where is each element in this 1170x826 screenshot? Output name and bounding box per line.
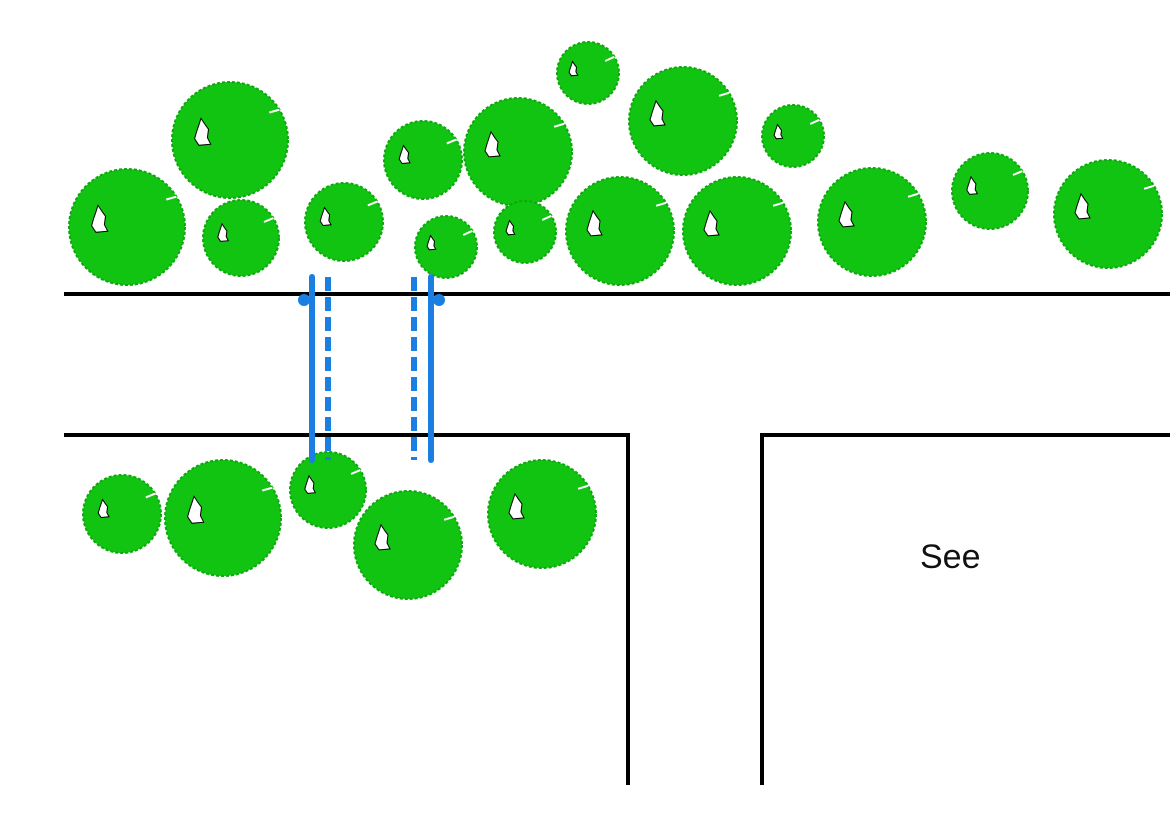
tree-notch xyxy=(772,201,784,207)
tree-icon xyxy=(304,182,384,262)
tree-trunk-mark xyxy=(838,200,855,228)
tree-canopy xyxy=(1053,159,1163,269)
tree-canopy xyxy=(304,182,384,262)
tree-trunk-mark xyxy=(505,219,516,236)
tree-icon xyxy=(82,474,162,554)
tree-trunk-mark xyxy=(773,123,784,140)
tree-icon xyxy=(493,200,557,264)
tree-trunk-mark xyxy=(508,492,525,520)
tree-canopy xyxy=(493,200,557,264)
tree-trunk-mark xyxy=(568,60,579,77)
tree-canopy xyxy=(463,97,573,207)
tree-canopy xyxy=(951,152,1029,230)
tree-trunk-mark xyxy=(319,206,332,227)
tree-icon xyxy=(1053,159,1163,269)
tree-notch xyxy=(367,200,378,207)
tree-trunk-mark xyxy=(649,99,666,127)
tree-trunk-mark xyxy=(1074,192,1091,220)
tree-notch xyxy=(166,195,177,201)
tree-trunk-mark xyxy=(194,117,212,146)
tree-canopy xyxy=(353,490,463,600)
tree-canopy xyxy=(817,167,927,277)
tree-icon xyxy=(951,152,1029,230)
tree-notch xyxy=(604,55,615,62)
post-right-knob xyxy=(433,294,445,306)
tree-notch xyxy=(269,108,280,114)
tree-icon xyxy=(463,97,573,207)
tree-notch xyxy=(718,91,730,97)
tree-notch xyxy=(577,484,589,490)
tree-canopy xyxy=(565,176,675,286)
tree-icon xyxy=(565,176,675,286)
lake-label: See xyxy=(920,538,981,576)
tree-canopy xyxy=(383,120,463,200)
tree-icon xyxy=(414,215,478,279)
tree-canopy xyxy=(761,104,825,168)
tree-icon xyxy=(817,167,927,277)
tree-canopy xyxy=(171,81,289,199)
tree-trunk-mark xyxy=(217,222,230,242)
tree-trunk-mark xyxy=(398,144,411,165)
tree-notch xyxy=(541,214,552,221)
tree-notch xyxy=(1143,184,1155,190)
tree-trunk-mark xyxy=(374,523,391,551)
tree-trunk-mark xyxy=(703,209,720,237)
tree-trunk-mark xyxy=(426,234,437,251)
post-left-knob xyxy=(298,294,310,306)
tree-icon xyxy=(383,120,463,200)
tree-icon xyxy=(353,490,463,600)
tree-icon xyxy=(289,451,367,529)
tree-canopy xyxy=(628,66,738,176)
tree-notch xyxy=(145,492,156,499)
tree-canopy xyxy=(82,474,162,554)
tree-icon xyxy=(682,176,792,286)
tree-notch xyxy=(443,515,455,521)
tree-trunk-mark xyxy=(966,175,979,195)
tree-icon xyxy=(487,459,597,569)
tree-canopy xyxy=(487,459,597,569)
tree-icon xyxy=(164,459,282,577)
tree-notch xyxy=(553,122,565,128)
tree-canopy xyxy=(164,459,282,577)
tree-canopy xyxy=(289,451,367,529)
road-edges xyxy=(64,292,1170,785)
tree-canopy xyxy=(414,215,478,279)
tree-notch xyxy=(262,486,273,492)
tree-icon xyxy=(68,168,186,286)
tree-notch xyxy=(350,469,361,475)
tree-canopy xyxy=(682,176,792,286)
tree-canopy xyxy=(556,41,620,105)
tree-row-top xyxy=(68,41,1163,286)
tree-notch xyxy=(462,229,473,236)
tree-trunk-mark xyxy=(187,495,205,524)
tree-icon xyxy=(761,104,825,168)
tree-notch xyxy=(446,138,457,145)
tree-notch xyxy=(907,192,919,198)
tree-notch xyxy=(1012,170,1023,176)
tree-trunk-mark xyxy=(586,209,603,237)
tree-canopy xyxy=(202,199,280,277)
tree-icon xyxy=(171,81,289,199)
tree-trunk-mark xyxy=(304,474,317,494)
crossing-posts xyxy=(298,274,445,463)
tree-canopy xyxy=(68,168,186,286)
tree-trunk-mark xyxy=(97,498,110,519)
tree-icon xyxy=(628,66,738,176)
road-bottom-right-edge xyxy=(760,433,1170,785)
tree-row-bottom xyxy=(82,451,597,600)
tree-trunk-mark xyxy=(91,204,109,233)
tree-notch xyxy=(809,118,820,125)
tree-notch xyxy=(655,201,667,207)
tree-trunk-mark xyxy=(484,130,501,158)
road-bottom-left-edge xyxy=(64,433,630,785)
tree-icon xyxy=(556,41,620,105)
tree-icon xyxy=(202,199,280,277)
tree-notch xyxy=(263,217,274,223)
